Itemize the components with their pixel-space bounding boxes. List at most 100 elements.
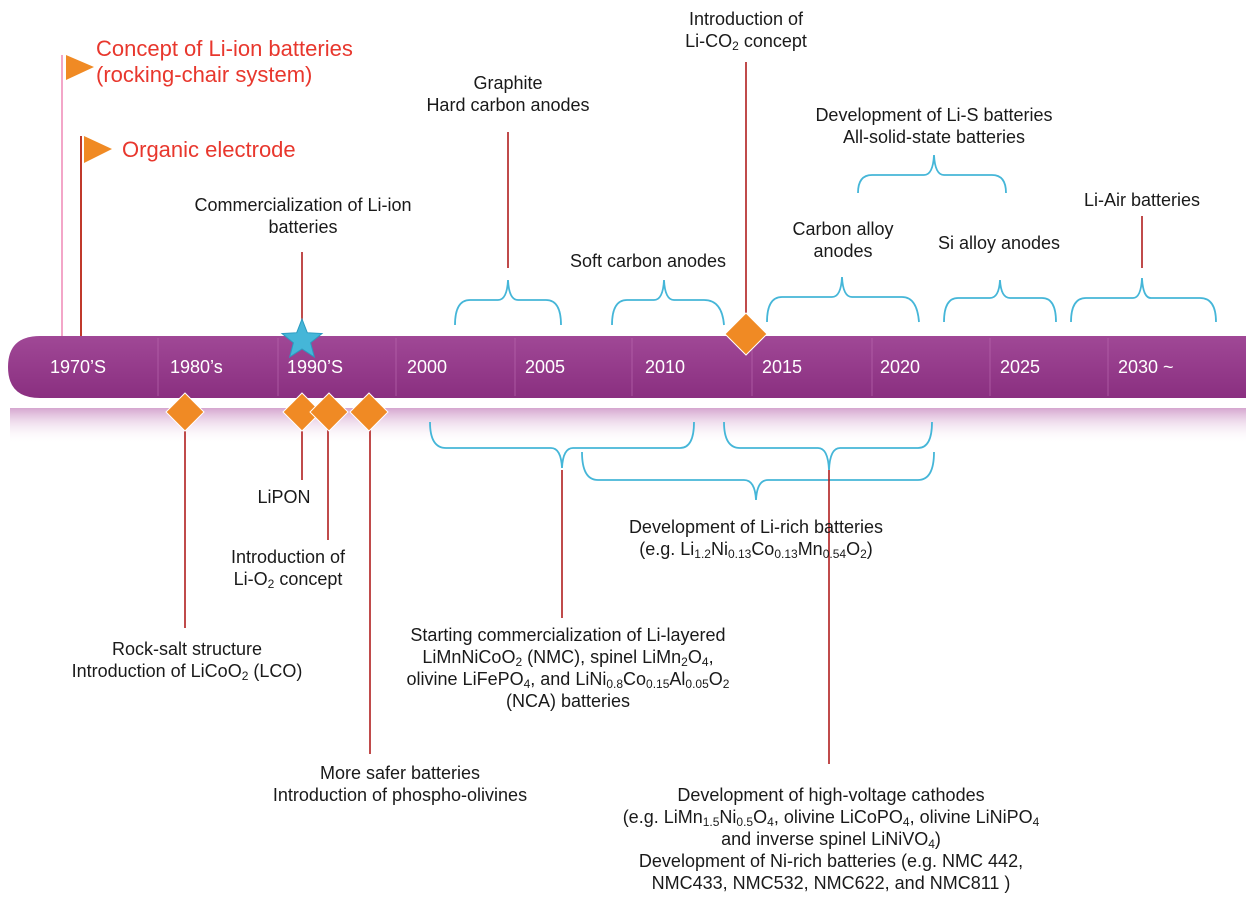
formula-subscript: 2 xyxy=(515,655,523,669)
formula-text: , xyxy=(708,647,714,667)
rock-salt-label: Rock-salt structure Introduction of LiCo… xyxy=(42,638,332,682)
li-o2-line2: Li-O2 concept xyxy=(212,568,364,590)
year-label-2000: 2000 xyxy=(407,357,448,377)
formula-text: (e.g. Li xyxy=(639,539,695,559)
formula-text: Co xyxy=(623,669,647,689)
commercialization-label: Commercialization of Li-ion batteries xyxy=(168,194,438,238)
formula-subscript: 4 xyxy=(523,677,531,691)
li-co2-post: concept xyxy=(738,31,807,51)
year-label-2030: 2030 ~ xyxy=(1118,357,1174,377)
rock-salt-line1: Rock-salt structure xyxy=(111,639,263,659)
li-s-label: Development of Li-S batteries All-solid-… xyxy=(776,104,1092,148)
li-co2-pre: Li-CO xyxy=(685,31,733,51)
high-voltage-line3: and inverse spinel LiNiVO4) xyxy=(566,828,1096,850)
formula-text: O xyxy=(708,669,723,689)
safer-line1: More safer batteries xyxy=(319,763,481,783)
soft-carbon-label: Soft carbon anodes xyxy=(569,251,727,271)
li-co2-line2: Li-CO2 concept xyxy=(660,30,832,52)
high-voltage-line2: (e.g. LiMn1.5Ni0.5O4, olivine LiCoPO4, o… xyxy=(566,806,1096,828)
li-o2-label: Introduction of Li-O2 concept xyxy=(212,546,364,590)
year-label-2005: 2005 xyxy=(525,357,566,377)
formula-text: , olivine LiCoPO xyxy=(773,807,903,827)
formula-subscript: 4 xyxy=(1032,815,1040,829)
formula-text: ) xyxy=(866,539,873,559)
formula-text: olivine LiFePO xyxy=(406,669,524,689)
carbon-alloy-line1: Carbon alloy xyxy=(792,219,894,239)
li-o2-post: concept xyxy=(274,569,343,589)
safer-line2: Introduction of phospho-olivines xyxy=(272,785,528,805)
formula-text: (e.g. LiMn xyxy=(622,807,703,827)
formula-text: , and LiNi xyxy=(530,669,607,689)
timeline-band xyxy=(8,336,1246,398)
nmc-line2: LiMnNiCoO2 (NMC), spinel LiMn2O4, xyxy=(368,646,768,668)
li-o2-pre: Li-O xyxy=(233,569,268,589)
formula-subscript: 2 xyxy=(681,655,688,669)
concept-label: Concept of Li-ion batteries (rocking-cha… xyxy=(96,36,353,88)
bracket-carbon-alloy xyxy=(766,276,920,323)
rock-salt-pre: Introduction of LiCoO xyxy=(71,661,242,681)
formula-text: Ni xyxy=(719,807,737,827)
organic-electrode-label: Organic electrode xyxy=(122,137,296,162)
formula-text: Co xyxy=(751,539,775,559)
formula-text: and inverse spinel LiNiVO xyxy=(721,829,929,849)
formula-subscript: 0.05 xyxy=(685,677,709,691)
lipon-label: LiPON xyxy=(257,487,311,507)
year-label-1990s: 1990’S xyxy=(287,357,344,377)
year-label-2025: 2025 xyxy=(1000,357,1041,377)
formula-subscript: 2 xyxy=(860,547,867,561)
diamond-icon-1980 xyxy=(165,392,205,432)
formula-text: LiMnNiCoO xyxy=(422,647,516,667)
formula-subscript: 0.54 xyxy=(822,547,847,561)
li-rich-label: Development of Li-rich batteries (e.g. L… xyxy=(596,516,916,560)
formula-subscript: 0.15 xyxy=(646,677,670,691)
year-label-2015: 2015 xyxy=(762,357,803,377)
formula-subscript: 0.13 xyxy=(774,547,798,561)
li-s-line2: All-solid-state batteries xyxy=(842,127,1026,147)
concept-label-line2: (rocking-chair system) xyxy=(96,62,313,87)
graphite-line2: Hard carbon anodes xyxy=(426,95,590,115)
formula-subscript: 0.8 xyxy=(606,677,624,691)
formula-subscript: 1.2 xyxy=(694,547,711,561)
li-co2-label: Introduction of Li-CO2 concept xyxy=(660,8,832,52)
carbon-alloy-label: Carbon alloy anodes xyxy=(778,218,908,262)
nmc-line4: (NCA) batteries xyxy=(505,691,631,711)
graphite-line1: Graphite xyxy=(473,73,543,93)
formula-text: O xyxy=(753,807,768,827)
nmc-line1: Starting commercialization of Li-layered xyxy=(410,625,726,645)
commercialization-line1: Commercialization of Li-ion xyxy=(194,195,412,215)
formula-text: , olivine LiNiPO xyxy=(909,807,1033,827)
formula-subscript: 1.5 xyxy=(702,815,720,829)
li-o2-line1: Introduction of xyxy=(230,547,346,567)
bracket-2005-2010 xyxy=(611,279,725,326)
rock-salt-line2: Introduction of LiCoO2 (LCO) xyxy=(42,660,332,682)
star-icon-commercialization xyxy=(280,317,324,359)
formula-text: Al xyxy=(669,669,686,689)
year-label-1980s: 1980’s xyxy=(170,357,223,377)
nmc-commercialization-label: Starting commercialization of Li-layered… xyxy=(368,624,768,712)
year-label-1970s: 1970’S xyxy=(50,357,107,377)
li-rich-line2: (e.g. Li1.2Ni0.13Co0.13Mn0.54O2) xyxy=(596,538,916,560)
bracket-li-rich xyxy=(581,451,935,501)
nmc-line3: olivine LiFePO4, and LiNi0.8Co0.15Al0.05… xyxy=(368,668,768,690)
formula-text: (NMC), spinel LiMn xyxy=(522,647,682,667)
high-voltage-line4: Development of Ni-rich batteries (e.g. N… xyxy=(638,851,1024,871)
formula-text: ) xyxy=(934,829,941,849)
high-voltage-line1: Development of high-voltage cathodes xyxy=(677,785,985,805)
formula-subscript: 2 xyxy=(722,677,730,691)
flag-icon-concept xyxy=(66,55,94,80)
formula-text: O xyxy=(846,539,861,559)
high-voltage-label: Development of high-voltage cathodes (e.… xyxy=(566,784,1096,894)
bracket-li-s xyxy=(857,154,1007,194)
commercialization-line2: batteries xyxy=(268,217,338,237)
formula-subscript: 4 xyxy=(701,655,709,669)
formula-text: Mn xyxy=(797,539,823,559)
diamond-icon-li-co2 xyxy=(724,312,768,356)
safer-batteries-label: More safer batteries Introduction of pho… xyxy=(250,762,550,806)
rock-salt-post: (LCO) xyxy=(248,661,303,681)
rock-salt-sub: 2 xyxy=(241,669,249,683)
diamond-icon-lipon xyxy=(282,392,322,432)
flag-icon-organic xyxy=(84,136,112,163)
formula-subscript: 4 xyxy=(928,837,935,851)
